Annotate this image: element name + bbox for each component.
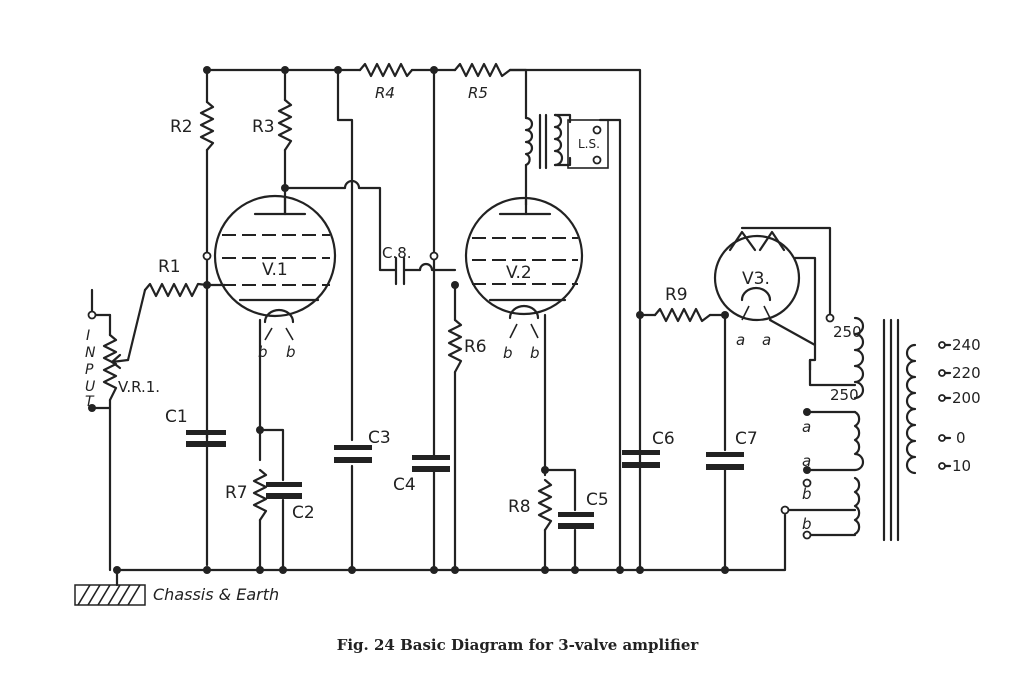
label-v2-heater-b1: b (503, 344, 513, 362)
earth-symbol (74, 584, 146, 606)
label-primary-10: 10 (952, 457, 971, 475)
label-v1-heater-b2: b (286, 343, 296, 361)
resistor-r4 (358, 62, 414, 78)
label-v2: V.2 (506, 263, 532, 283)
resistor-r6 (447, 318, 463, 374)
label-r7: R7 (225, 483, 248, 503)
label-v3-heater-a1: a (736, 331, 745, 349)
label-c2: C2 (292, 503, 315, 523)
label-r3: R3 (252, 117, 275, 137)
capacitor-c1 (186, 430, 226, 447)
resistor-r8 (537, 478, 553, 532)
output-transformer (524, 113, 609, 170)
capacitor-c2 (266, 482, 302, 499)
capacitor-c5 (558, 512, 594, 529)
label-input-5: T (85, 394, 95, 410)
label-primary-200: 200 (952, 389, 981, 407)
resistor-r5 (453, 62, 512, 78)
label-primary-0: 0 (956, 429, 966, 447)
label-r8: R8 (508, 497, 531, 517)
label-c8: C.8. (382, 244, 412, 262)
label-secondary-b1: b (802, 485, 812, 503)
labels: R2 R3 R4 R5 R1 R6 R7 R8 R9 C1 C2 C3 C4 C… (85, 84, 981, 604)
label-c1: C1 (165, 407, 188, 427)
label-c4: C4 (393, 475, 416, 495)
label-r9: R9 (665, 285, 688, 305)
label-v1: V.1 (262, 260, 288, 280)
label-secondary-a2: a (802, 452, 811, 470)
mains-transformer (853, 316, 917, 542)
label-r1: R1 (158, 257, 181, 277)
label-input-3: P (85, 362, 94, 378)
label-r2: R2 (170, 117, 193, 137)
label-input-4: U (85, 379, 95, 395)
capacitor-c6 (622, 450, 660, 468)
capacitor-c8 (394, 256, 406, 286)
capacitor-c7 (706, 452, 744, 470)
label-secondary-b2: b (802, 515, 812, 533)
valve-v2 (464, 196, 584, 339)
label-v3: V3. (742, 269, 770, 289)
label-v2-heater-b2: b (530, 344, 540, 362)
label-secondary-a1: a (802, 418, 811, 436)
label-tap-250-bottom: 250 (830, 386, 859, 404)
resistor-r7 (252, 468, 268, 522)
label-r4: R4 (375, 84, 395, 102)
resistor-r1 (143, 282, 209, 298)
label-tap-250-top: 250 (833, 323, 862, 341)
label-c3: C3 (368, 428, 391, 448)
label-ls: L.S. (578, 137, 600, 151)
label-chassis-earth: Chassis & Earth (153, 585, 279, 604)
valve-v1 (213, 194, 337, 341)
label-v3-heater-a2: a (762, 331, 771, 349)
resistor-r9 (653, 307, 712, 323)
wiring (90, 68, 952, 587)
label-vr1: V.R.1. (118, 378, 160, 396)
resistors (102, 62, 712, 532)
label-input-1: I (86, 328, 90, 344)
label-c5: C5 (586, 490, 609, 510)
label-v1-heater-b1: b (258, 343, 268, 361)
label-r5: R5 (468, 84, 488, 102)
capacitor-c3 (334, 445, 372, 463)
capacitor-c4 (412, 455, 450, 472)
label-c7: C7 (735, 429, 758, 449)
figure-caption: Fig. 24 Basic Diagram for 3-valve amplif… (336, 636, 699, 654)
resistor-r3 (277, 98, 293, 152)
label-c6: C6 (652, 429, 675, 449)
label-r6: R6 (464, 337, 487, 357)
capacitors (186, 256, 744, 529)
label-primary-220: 220 (952, 364, 981, 382)
valve-v3 (713, 230, 801, 322)
resistor-r2 (199, 100, 215, 152)
junctions (87, 66, 946, 574)
label-primary-240: 240 (952, 336, 981, 354)
label-input-2: N (85, 345, 96, 361)
potentiometer-vr1 (102, 333, 118, 402)
